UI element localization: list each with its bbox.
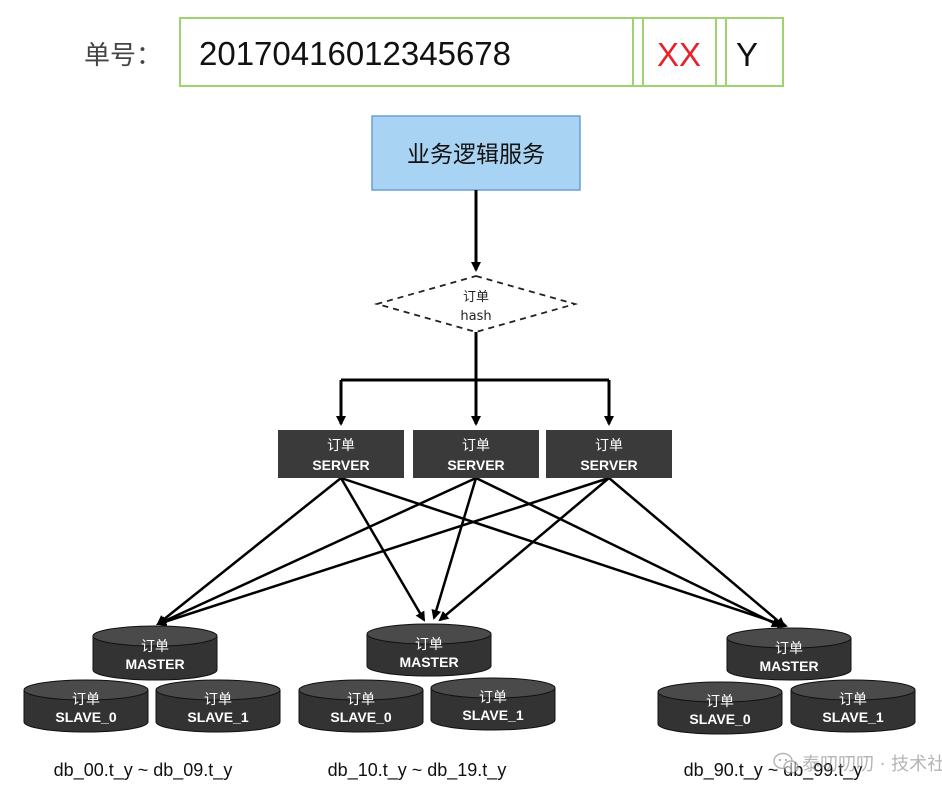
slave1-1-line1: 订单 bbox=[204, 692, 232, 708]
watermark-text: 泰叨叨叨 · 技术社区 bbox=[802, 754, 942, 775]
slave0-3-line1: 订单 bbox=[706, 694, 734, 710]
db-cluster-2: 订单 MASTER 订单 SLAVE_0 订单 SLAVE_1 db_10.t_… bbox=[298, 623, 556, 781]
business-service-box bbox=[371, 115, 581, 191]
hash-to-servers-connector bbox=[336, 332, 614, 426]
master-1-line1: 订单 bbox=[141, 639, 169, 655]
master-1-line2: MASTER bbox=[125, 656, 184, 672]
order-xx-segment: XX bbox=[657, 36, 701, 73]
master-db-2: 订单 MASTER bbox=[366, 623, 492, 677]
slave1-db-2: 订单 SLAVE_1 bbox=[430, 677, 556, 731]
slave0-1-line2: SLAVE_0 bbox=[55, 709, 116, 725]
db-cluster-3: 订单 MASTER 订单 SLAVE_0 订单 SLAVE_1 db_90.t_… bbox=[657, 627, 916, 781]
db-range-2: db_10.t_y ~ db_19.t_y bbox=[328, 760, 507, 781]
business-service-label: 业务逻辑服务 bbox=[407, 142, 545, 168]
slave0-3-line2: SLAVE_0 bbox=[689, 711, 750, 727]
order-label: 单号： bbox=[84, 41, 162, 70]
server-1-line2: SERVER bbox=[312, 457, 369, 473]
master-db-3: 订单 MASTER bbox=[726, 627, 852, 681]
slave0-db-3: 订单 SLAVE_0 bbox=[657, 681, 783, 735]
slave0-db-2: 订单 SLAVE_0 bbox=[298, 679, 424, 733]
master-db-1: 订单 MASTER bbox=[92, 625, 218, 681]
server-2-line2: SERVER bbox=[447, 457, 504, 473]
hash-label-line2: hash bbox=[460, 309, 491, 324]
db-range-3: db_90.t_y ~ db_99.t_y bbox=[684, 760, 863, 781]
slave0-2-line1: 订单 bbox=[347, 692, 375, 708]
slave1-2-line2: SLAVE_1 bbox=[462, 707, 523, 723]
order-number-box bbox=[179, 17, 784, 87]
slave1-3-line2: SLAVE_1 bbox=[822, 709, 883, 725]
server-box-1: 订单 SERVER bbox=[278, 430, 404, 478]
server-to-master-links bbox=[156, 476, 788, 629]
server-box-2: 订单 SERVER bbox=[413, 430, 539, 478]
watermark: 泰叨叨叨 · 技术社区 bbox=[773, 752, 942, 775]
slave1-db-1: 订单 SLAVE_1 bbox=[155, 679, 281, 733]
db-range-1: db_00.t_y ~ db_09.t_y bbox=[54, 760, 233, 781]
slave1-1-line2: SLAVE_1 bbox=[187, 709, 248, 725]
server-box-3: 订单 SERVER bbox=[546, 430, 672, 478]
order-number-value: 20170416012345678 bbox=[199, 35, 511, 72]
slave1-3-line1: 订单 bbox=[839, 692, 867, 708]
slave0-2-line2: SLAVE_0 bbox=[330, 709, 391, 725]
hash-diamond bbox=[373, 275, 579, 333]
server-3-line2: SERVER bbox=[580, 457, 637, 473]
master-2-line1: 订单 bbox=[415, 637, 443, 653]
wechat-icon bbox=[773, 752, 799, 774]
slave1-2-line1: 订单 bbox=[479, 690, 507, 706]
server-1-line1: 订单 bbox=[327, 438, 355, 454]
db-cluster-1: 订单 MASTER 订单 SLAVE_0 订单 SLAVE_1 db_00.t_… bbox=[23, 625, 281, 781]
master-3-line1: 订单 bbox=[775, 641, 803, 657]
slave0-1-line1: 订单 bbox=[72, 692, 100, 708]
server-3-line1: 订单 bbox=[595, 438, 623, 454]
master-3-line2: MASTER bbox=[759, 658, 818, 674]
server-2-line1: 订单 bbox=[462, 438, 490, 454]
hash-label-line1: 订单 bbox=[463, 290, 489, 305]
master-2-line2: MASTER bbox=[399, 654, 458, 670]
order-y-segment: Y bbox=[736, 36, 758, 73]
slave0-db-1: 订单 SLAVE_0 bbox=[23, 679, 149, 733]
slave1-db-3: 订单 SLAVE_1 bbox=[790, 679, 916, 733]
